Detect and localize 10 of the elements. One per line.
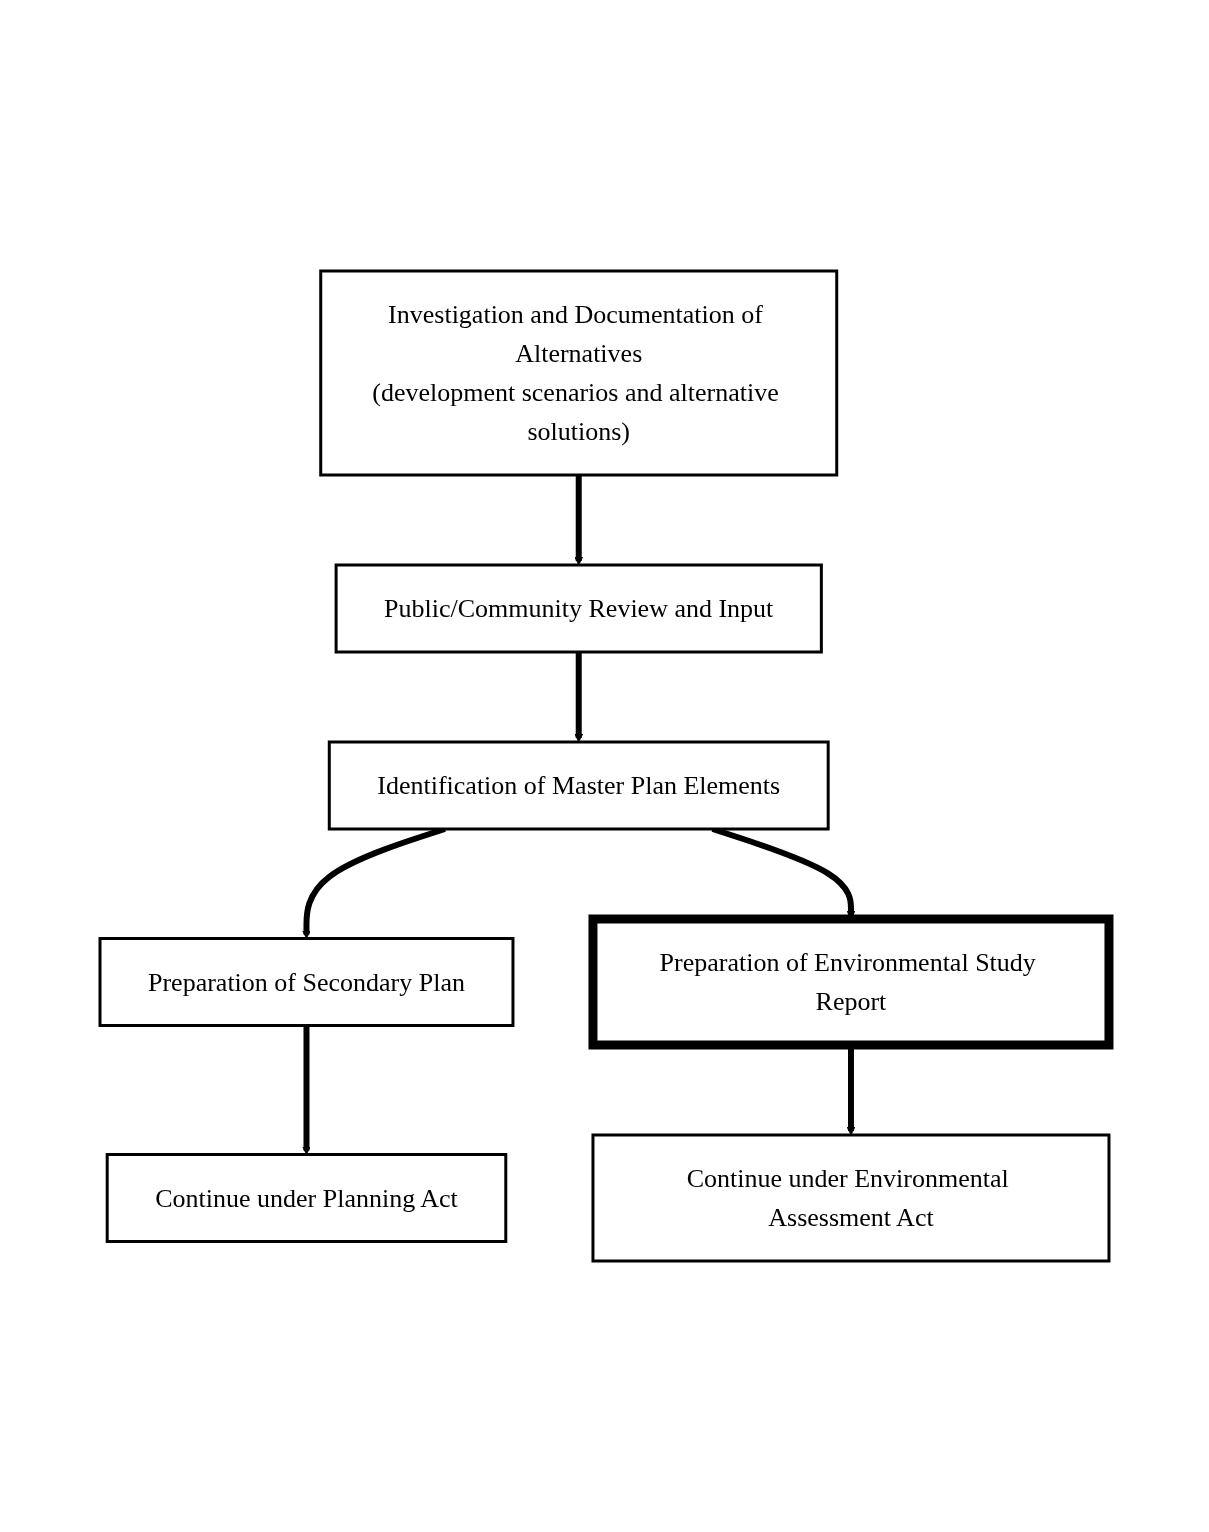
node-box: Preparation of Environmental Study Report xyxy=(588,914,1114,1050)
node-box: Identification of Master Plan Elements xyxy=(327,740,830,831)
node-box: Continue under Planning Act xyxy=(105,1153,508,1243)
node-box: Continue under Environmental Assessment Act xyxy=(591,1133,1111,1263)
node-box: Public/Community Review and Input xyxy=(334,563,823,654)
node-box: Investigation and Documentation of Alternatives (development scenarios and alternative solutions) xyxy=(319,269,839,477)
arrow xyxy=(302,1025,311,1155)
arrow xyxy=(574,652,584,743)
node-box: Preparation of Secondary Plan xyxy=(98,937,515,1027)
arrow xyxy=(574,475,584,566)
